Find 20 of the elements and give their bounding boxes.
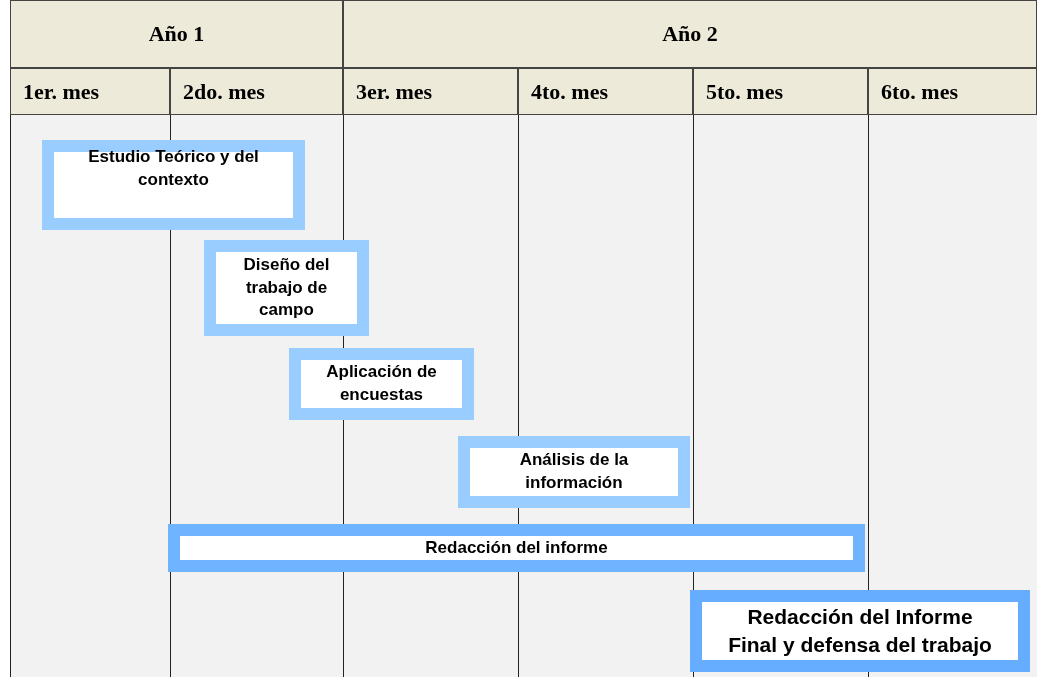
task-label: Redacción del Informe Final y defensa del trabajo [727,603,993,658]
task-label: Estudio Teórico y del contexto [87,146,260,191]
task-label: Redacción del informe [425,536,608,559]
header-cell: 4to. mes [518,68,693,115]
header-cell: 3er. mes [343,68,518,115]
header-cell: 6to. mes [868,68,1037,115]
header-cell: 1er. mes [10,68,170,115]
header-cell: Año 2 [343,0,1037,68]
task-bar [458,436,690,508]
task-bar [690,590,1030,672]
header-cell: 5to. mes [693,68,868,115]
header-cell: 2do. mes [170,68,343,115]
task-bar [289,348,474,420]
task-bar [168,524,865,572]
task-bar [204,240,369,336]
header-cell: Año 1 [10,0,343,68]
task-label: Diseño del trabajo de campo [242,253,331,322]
task-label: Aplicación de encuestas [325,361,438,406]
task-label: Análisis de la información [518,449,630,494]
task-bar [42,140,305,230]
